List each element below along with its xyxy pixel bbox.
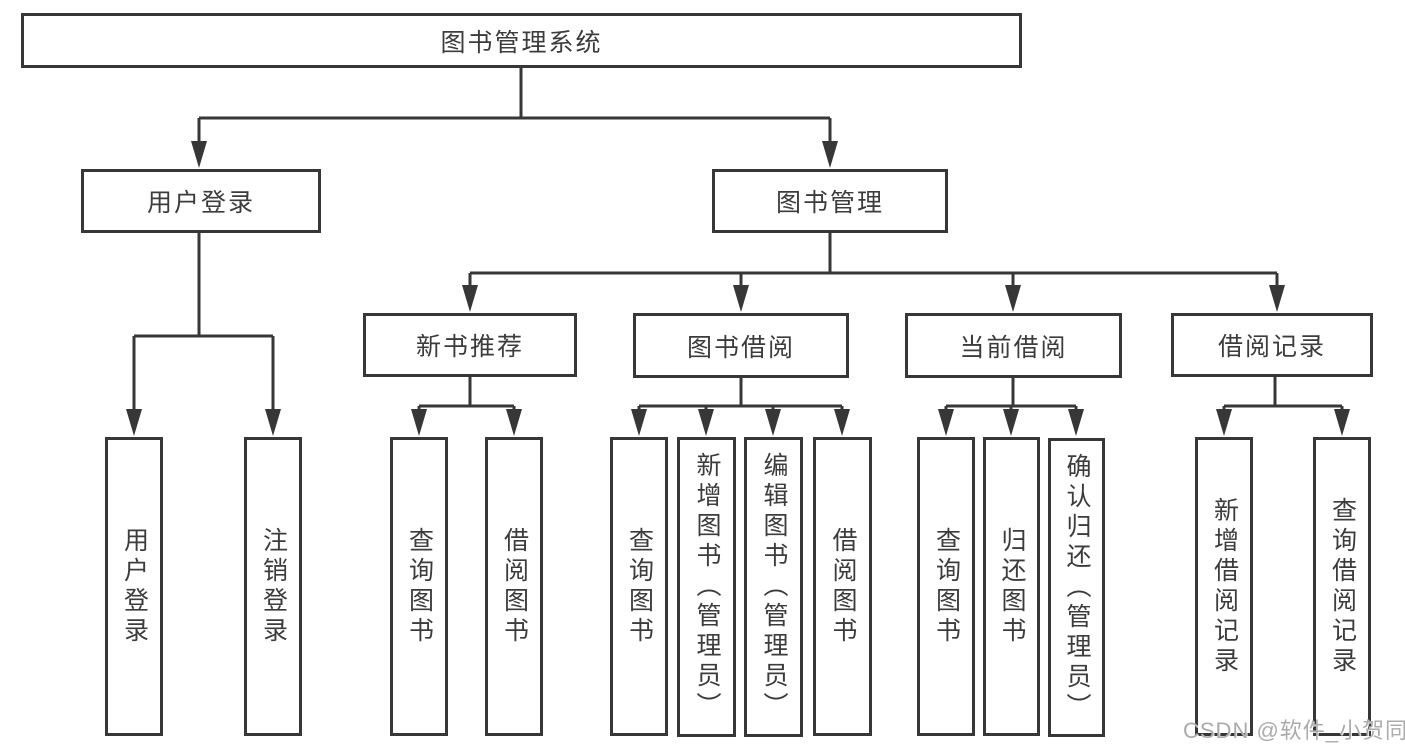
arrowhead-leaf-query-book-current — [938, 409, 954, 436]
node-root-label: 图书管理系统 — [440, 28, 603, 57]
node-leaf-query-book-current: 查询图书 — [917, 437, 975, 736]
connector-new-book-rec-to-leaves — [411, 377, 522, 436]
node-leaf-query-borrow-record: 查询借阅记录 — [1313, 437, 1371, 736]
arrowhead-user-login — [191, 141, 207, 168]
node-leaf-borrow-book-borrow: 借阅图书 — [813, 437, 872, 736]
node-leaf-return-book-label: 归还图书 — [998, 526, 1026, 647]
connector-user-login-to-leaves — [126, 233, 281, 436]
node-leaf-add-borrow-record-label: 新增借阅记录 — [1210, 496, 1239, 677]
node-leaf-logout-label: 注销登录 — [259, 526, 288, 647]
connector-root-to-level2 — [191, 68, 838, 168]
arrowhead-leaf-borrow-book-borrow — [834, 409, 850, 436]
arrowhead-leaf-confirm-return-admin — [1068, 409, 1084, 436]
node-current-borrow-label: 当前借阅 — [959, 333, 1068, 362]
node-new-book-rec: 新书推荐 — [363, 313, 577, 377]
node-leaf-query-borrow-record-label: 查询借阅记录 — [1328, 496, 1357, 677]
node-new-book-rec-label: 新书推荐 — [415, 333, 524, 361]
csdn-watermark: CSDN @软件_小贺同学 — [1183, 718, 1405, 743]
arrowhead-borrow-records — [1269, 285, 1285, 312]
arrowhead-leaf-query-borrow-record — [1334, 409, 1350, 436]
arrowhead-leaf-user-login — [126, 409, 142, 436]
node-leaf-edit-book-admin: 编辑图书（管理员） — [744, 437, 803, 737]
arrowhead-leaf-query-book-borrow — [631, 409, 647, 436]
node-leaf-borrow-book-rec: 借阅图书 — [485, 437, 543, 736]
node-leaf-add-book-admin: 新增图书（管理员） — [677, 437, 736, 737]
node-root: 图书管理系统 — [21, 13, 1022, 68]
node-leaf-query-book-borrow-label: 查询图书 — [625, 526, 654, 647]
node-book-mgmt-label: 图书管理 — [775, 189, 884, 217]
arrowhead-new-book-rec — [462, 285, 478, 312]
node-leaf-borrow-book-borrow-label: 借阅图书 — [829, 526, 857, 647]
node-leaf-borrow-book-rec-label: 借阅图书 — [500, 526, 529, 647]
arrowhead-leaf-return-book — [1003, 409, 1019, 436]
node-leaf-query-book-borrow: 查询图书 — [610, 437, 668, 736]
arrowhead-book-borrow — [733, 285, 749, 312]
node-leaf-add-borrow-record: 新增借阅记录 — [1195, 437, 1253, 736]
node-book-borrow-label: 图书借阅 — [686, 333, 795, 362]
arrowhead-leaf-add-book-admin — [698, 409, 714, 436]
node-leaf-user-login-label: 用户登录 — [120, 526, 149, 647]
node-user-login: 用户登录 — [81, 169, 321, 233]
connector-borrow-records-to-leaves — [1216, 377, 1350, 436]
node-user-login-label: 用户登录 — [146, 189, 255, 217]
node-leaf-confirm-return-admin-label: 确认归还（管理员） — [1063, 452, 1091, 723]
node-borrow-records-label: 借阅记录 — [1217, 333, 1326, 361]
node-leaf-add-book-admin-label: 新增图书（管理员） — [693, 452, 721, 722]
node-leaf-confirm-return-admin: 确认归还（管理员） — [1048, 438, 1105, 737]
arrowhead-leaf-logout — [265, 409, 281, 436]
arrowhead-current-borrow — [1005, 285, 1021, 312]
node-leaf-query-book-rec-label: 查询图书 — [405, 526, 434, 647]
node-current-borrow: 当前借阅 — [905, 313, 1122, 378]
node-leaf-user-login: 用户登录 — [105, 437, 163, 736]
node-leaf-edit-book-admin-label: 编辑图书（管理员） — [760, 452, 788, 722]
node-leaf-logout: 注销登录 — [244, 437, 302, 736]
node-leaf-query-book-current-label: 查询图书 — [932, 526, 961, 647]
node-borrow-records: 借阅记录 — [1171, 313, 1373, 377]
arrowhead-leaf-edit-book-admin — [765, 409, 781, 436]
arrowhead-leaf-query-book-rec — [411, 409, 427, 436]
arrowhead-leaf-borrow-book-rec — [506, 409, 522, 436]
connector-current-borrow-to-leaves — [938, 378, 1084, 436]
connector-book-borrow-to-leaves — [631, 378, 850, 436]
arrowhead-book-mgmt — [822, 141, 838, 168]
arrowhead-leaf-add-borrow-record — [1216, 409, 1232, 436]
node-book-mgmt: 图书管理 — [712, 169, 948, 233]
node-book-borrow: 图书借阅 — [633, 313, 849, 378]
node-leaf-return-book: 归还图书 — [983, 437, 1040, 736]
node-leaf-query-book-rec: 查询图书 — [390, 437, 448, 736]
connector-book-mgmt-to-level3 — [462, 233, 1285, 312]
